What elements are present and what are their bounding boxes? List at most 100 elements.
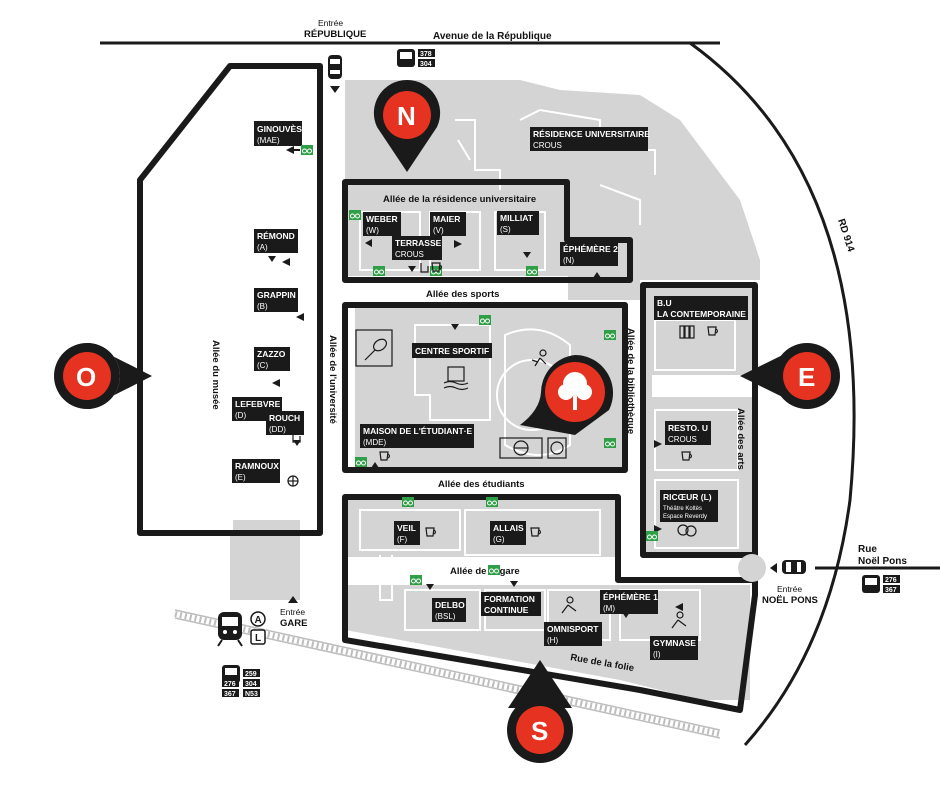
basketball-icon <box>499 437 543 459</box>
door-arrows <box>268 146 683 618</box>
bus-stop-noel: 276 367 <box>862 575 900 594</box>
building-code: (C) <box>257 361 268 370</box>
coffee-cup-icon <box>681 451 693 461</box>
bike-icon <box>301 145 313 155</box>
building-name: MILLIAT <box>500 213 534 223</box>
building-code: (V) <box>433 226 444 235</box>
pin-south: S <box>507 660 573 763</box>
car-icon <box>782 560 806 574</box>
entree-republique-small: Entrée <box>318 18 343 28</box>
entree-noel-small: Entrée <box>777 584 802 594</box>
entree-gare-label: GARE <box>280 618 307 629</box>
building-code: (BSL) <box>435 612 456 621</box>
bike-icon <box>604 438 616 448</box>
pin-letter: O <box>76 362 96 392</box>
building-name: RICŒUR (L) <box>663 492 712 502</box>
building-code: (MAE) <box>257 136 280 145</box>
gym-athlete-icon <box>671 611 687 629</box>
allee-universite-label: Allée de l'université <box>327 335 338 424</box>
coffee-cup-icon <box>707 326 719 336</box>
label-delbo: DELBO (BSL) <box>432 598 466 622</box>
building-name: CENTRE SPORTIF <box>415 346 489 356</box>
building-subname: CONTINUE <box>484 605 529 615</box>
rer-line-badge <box>250 611 266 627</box>
bus-line: 367 <box>885 587 897 594</box>
pin-letter: S <box>531 716 548 746</box>
train-station: A L <box>217 611 266 647</box>
train-icon <box>217 612 243 647</box>
building-name: ÉPHÉMÈRE 2 <box>563 244 618 254</box>
bus-line: 276 <box>224 681 236 688</box>
hand-pointer-icon <box>292 434 301 443</box>
coffee-cup-icon <box>379 451 391 461</box>
bike-icon <box>526 266 538 276</box>
entree-gare-small: Entrée <box>280 607 305 617</box>
building-name: ZAZZO <box>257 349 286 359</box>
arrow-down-icon <box>330 86 340 93</box>
bike-icon <box>373 266 385 276</box>
bus-line: 304 <box>420 61 432 68</box>
building-subname: Théâtre Koltès <box>663 506 702 512</box>
allee-gare-label: Allée de la gare <box>450 566 520 577</box>
rd914-label: RD 914 <box>835 218 856 254</box>
building-code: (E) <box>235 473 246 482</box>
coffee-cup-icon <box>425 527 437 537</box>
building-name: OMNISPORT <box>547 624 599 634</box>
building-code: (G) <box>493 535 505 544</box>
building-name: GRAPPIN <box>257 290 296 300</box>
rer-line-label: A <box>255 615 262 626</box>
pin-tree <box>520 355 614 435</box>
building-name: RÉMOND <box>257 231 295 241</box>
building-name: GINOUVÈS <box>257 124 302 134</box>
entree-noel-label: NOËL PONS <box>762 595 818 606</box>
building-code: CROUS <box>533 141 562 150</box>
allee-etudiants-label: Allée des étudiants <box>438 479 525 490</box>
label-ricoeur: RICŒUR (L) Théâtre Koltès Espace Reverdy <box>660 490 718 522</box>
rue-noel-label-1: Rue <box>858 544 877 555</box>
building-code: (I) <box>653 650 661 659</box>
transilien-line-badge <box>250 629 266 645</box>
building-name: RÉSIDENCE UNIVERSITAIRE <box>533 129 650 139</box>
building-subname: Espace Reverdy <box>663 514 707 520</box>
zone-outlines <box>137 63 758 713</box>
label-weber: WEBER (W) <box>363 212 401 236</box>
arrow-left-icon <box>770 563 777 573</box>
bus-line: 367 <box>224 691 236 698</box>
bus-line: N53 <box>245 691 258 698</box>
allee-arts-label: Allée des arts <box>735 408 746 470</box>
label-veil: VEIL (F) <box>394 521 420 545</box>
coffee-cup-icon <box>530 527 542 537</box>
bus-line: 259 <box>245 671 257 678</box>
building-code: CROUS <box>668 435 697 444</box>
building-name: WEBER <box>366 214 398 224</box>
coffee-cup-icon <box>291 421 303 431</box>
entree-republique-label: RÉPUBLIQUE <box>304 29 366 40</box>
building-code: (H) <box>547 636 558 645</box>
omnisport-athlete-icon <box>561 596 577 614</box>
building-code: (B) <box>257 302 268 311</box>
car-icon <box>328 55 342 79</box>
building-name: TERRASSE <box>395 238 442 248</box>
bike-icon <box>604 330 616 340</box>
bike-icon <box>486 497 498 507</box>
roundabout <box>738 554 766 582</box>
accessibility-icon <box>287 475 299 487</box>
label-ramnoux: RAMNOUX (E) <box>232 459 280 483</box>
building-name: ALLAIS <box>493 523 524 533</box>
label-ephemere2: ÉPHÉMÈRE 2 (N) <box>560 242 618 266</box>
runner-icon <box>531 349 547 367</box>
building-name: ÉPHÉMÈRE 1 <box>603 592 658 602</box>
building-subname: LA CONTEMPORAINE <box>657 309 746 319</box>
building-name: FORMATION <box>484 594 535 604</box>
hand-pointer-icon <box>420 263 429 273</box>
building-code: (A) <box>257 243 268 252</box>
building-name: VEIL <box>397 523 416 533</box>
building-code: (DD) <box>269 425 286 434</box>
bus-line: 378 <box>420 51 432 58</box>
label-resto: RESTO. U CROUS <box>665 421 711 445</box>
label-ephemere1: ÉPHÉMÈRE 1 (M) <box>600 590 658 614</box>
label-omnisport: OMNISPORT (H) <box>544 622 602 646</box>
bike-icon <box>410 575 422 585</box>
volleyball-icon <box>547 437 567 459</box>
building-name: GYMNASE <box>653 638 696 648</box>
